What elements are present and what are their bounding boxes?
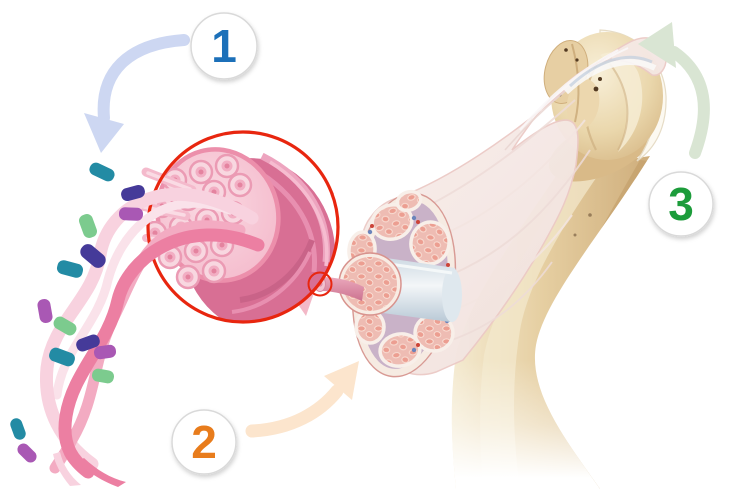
step-3-number: 3	[668, 178, 694, 230]
step-2-badge-circle[interactable]	[171, 409, 237, 475]
arrow-step3-shaft	[668, 46, 710, 159]
filament-segment	[53, 316, 77, 336]
fascicle-cylinder-end	[442, 268, 462, 322]
fascicles	[347, 189, 461, 368]
step-2-badge[interactable]: 2	[171, 409, 237, 475]
filament-tail	[53, 452, 81, 486]
filament-segment	[79, 214, 97, 238]
filament-segment	[56, 260, 84, 278]
filament-segment	[17, 443, 37, 463]
arrow-step1-shaft	[97, 34, 190, 124]
arrow-step3	[638, 22, 710, 159]
step-1-badge[interactable]: 1	[190, 12, 258, 80]
arrow-step2-shaft	[245, 384, 344, 438]
filament-segment	[93, 344, 117, 360]
filament-segment	[37, 299, 53, 323]
arrow-step3-head	[638, 22, 676, 68]
filament-segment	[80, 244, 106, 268]
muscle-cross-section	[314, 189, 462, 378]
arrow-step2	[245, 361, 359, 438]
filament-ribbon	[39, 187, 259, 471]
filament-segment	[89, 162, 115, 182]
magnifier-ring	[146, 130, 340, 324]
fascicle	[354, 309, 386, 345]
bone-head-highlight	[600, 52, 643, 152]
fascicle	[395, 189, 423, 213]
step-2-number: 2	[191, 416, 217, 468]
filament-segment	[118, 207, 144, 221]
filament-segment	[10, 418, 26, 440]
step-1-badge-circle[interactable]	[190, 12, 258, 80]
bundle-stripes	[231, 152, 330, 314]
filament-segment	[91, 368, 115, 384]
muscle-fiber-callout-ring	[307, 271, 333, 297]
step-3-badge-circle[interactable]	[648, 171, 714, 237]
filament-segments	[10, 162, 145, 463]
arrow-step1	[84, 34, 190, 153]
extracted-fascicle	[338, 252, 462, 322]
arrow-step2-head	[324, 361, 359, 400]
step-3-badge[interactable]: 3	[648, 171, 714, 237]
fascicle	[409, 220, 451, 266]
filament-ribbon	[58, 228, 265, 479]
tendon	[563, 55, 657, 95]
step-1-number: 1	[211, 20, 237, 72]
filament-segment	[76, 334, 100, 352]
myofilament-strands	[39, 187, 265, 487]
filament-tail	[77, 458, 126, 487]
arrow-step1-head	[84, 113, 124, 153]
bone-tubercle	[566, 79, 600, 129]
filament-segment	[121, 184, 145, 202]
bone-head-ridge	[609, 63, 629, 151]
fascicle	[378, 332, 422, 368]
filament-segment	[49, 347, 75, 367]
